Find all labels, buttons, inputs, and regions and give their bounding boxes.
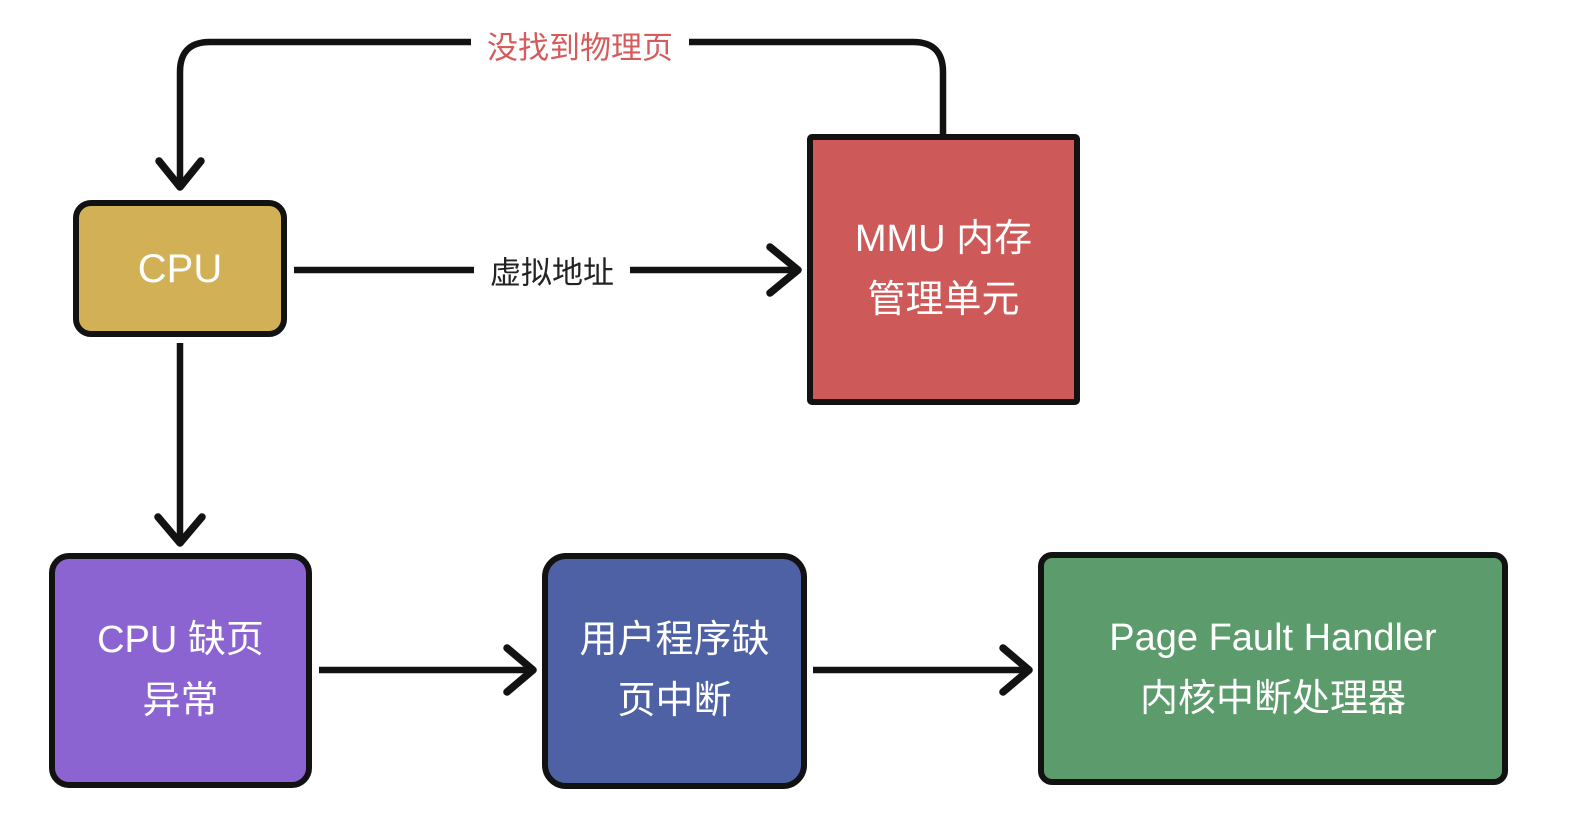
edge-label-virtual-address: 虚拟地址	[474, 245, 630, 295]
node-cpu: CPU	[73, 200, 287, 337]
edge-label-not-found-physical-page: 没找到物理页	[471, 20, 689, 70]
edge-user-interrupt-to-handler-arrow	[813, 644, 1033, 696]
node-cpu-page-fault: CPU 缺页 异常	[49, 553, 312, 788]
node-user-program-page-interrupt: 用户程序缺 页中断	[542, 553, 807, 789]
node-page-fault-handler: Page Fault Handler 内核中断处理器	[1038, 552, 1508, 785]
edge-cpu-fault-to-user-interrupt-arrow	[319, 644, 537, 696]
edge-cpu-to-cpu-fault-arrow	[154, 343, 206, 547]
node-mmu: MMU 内存 管理单元	[807, 134, 1080, 405]
